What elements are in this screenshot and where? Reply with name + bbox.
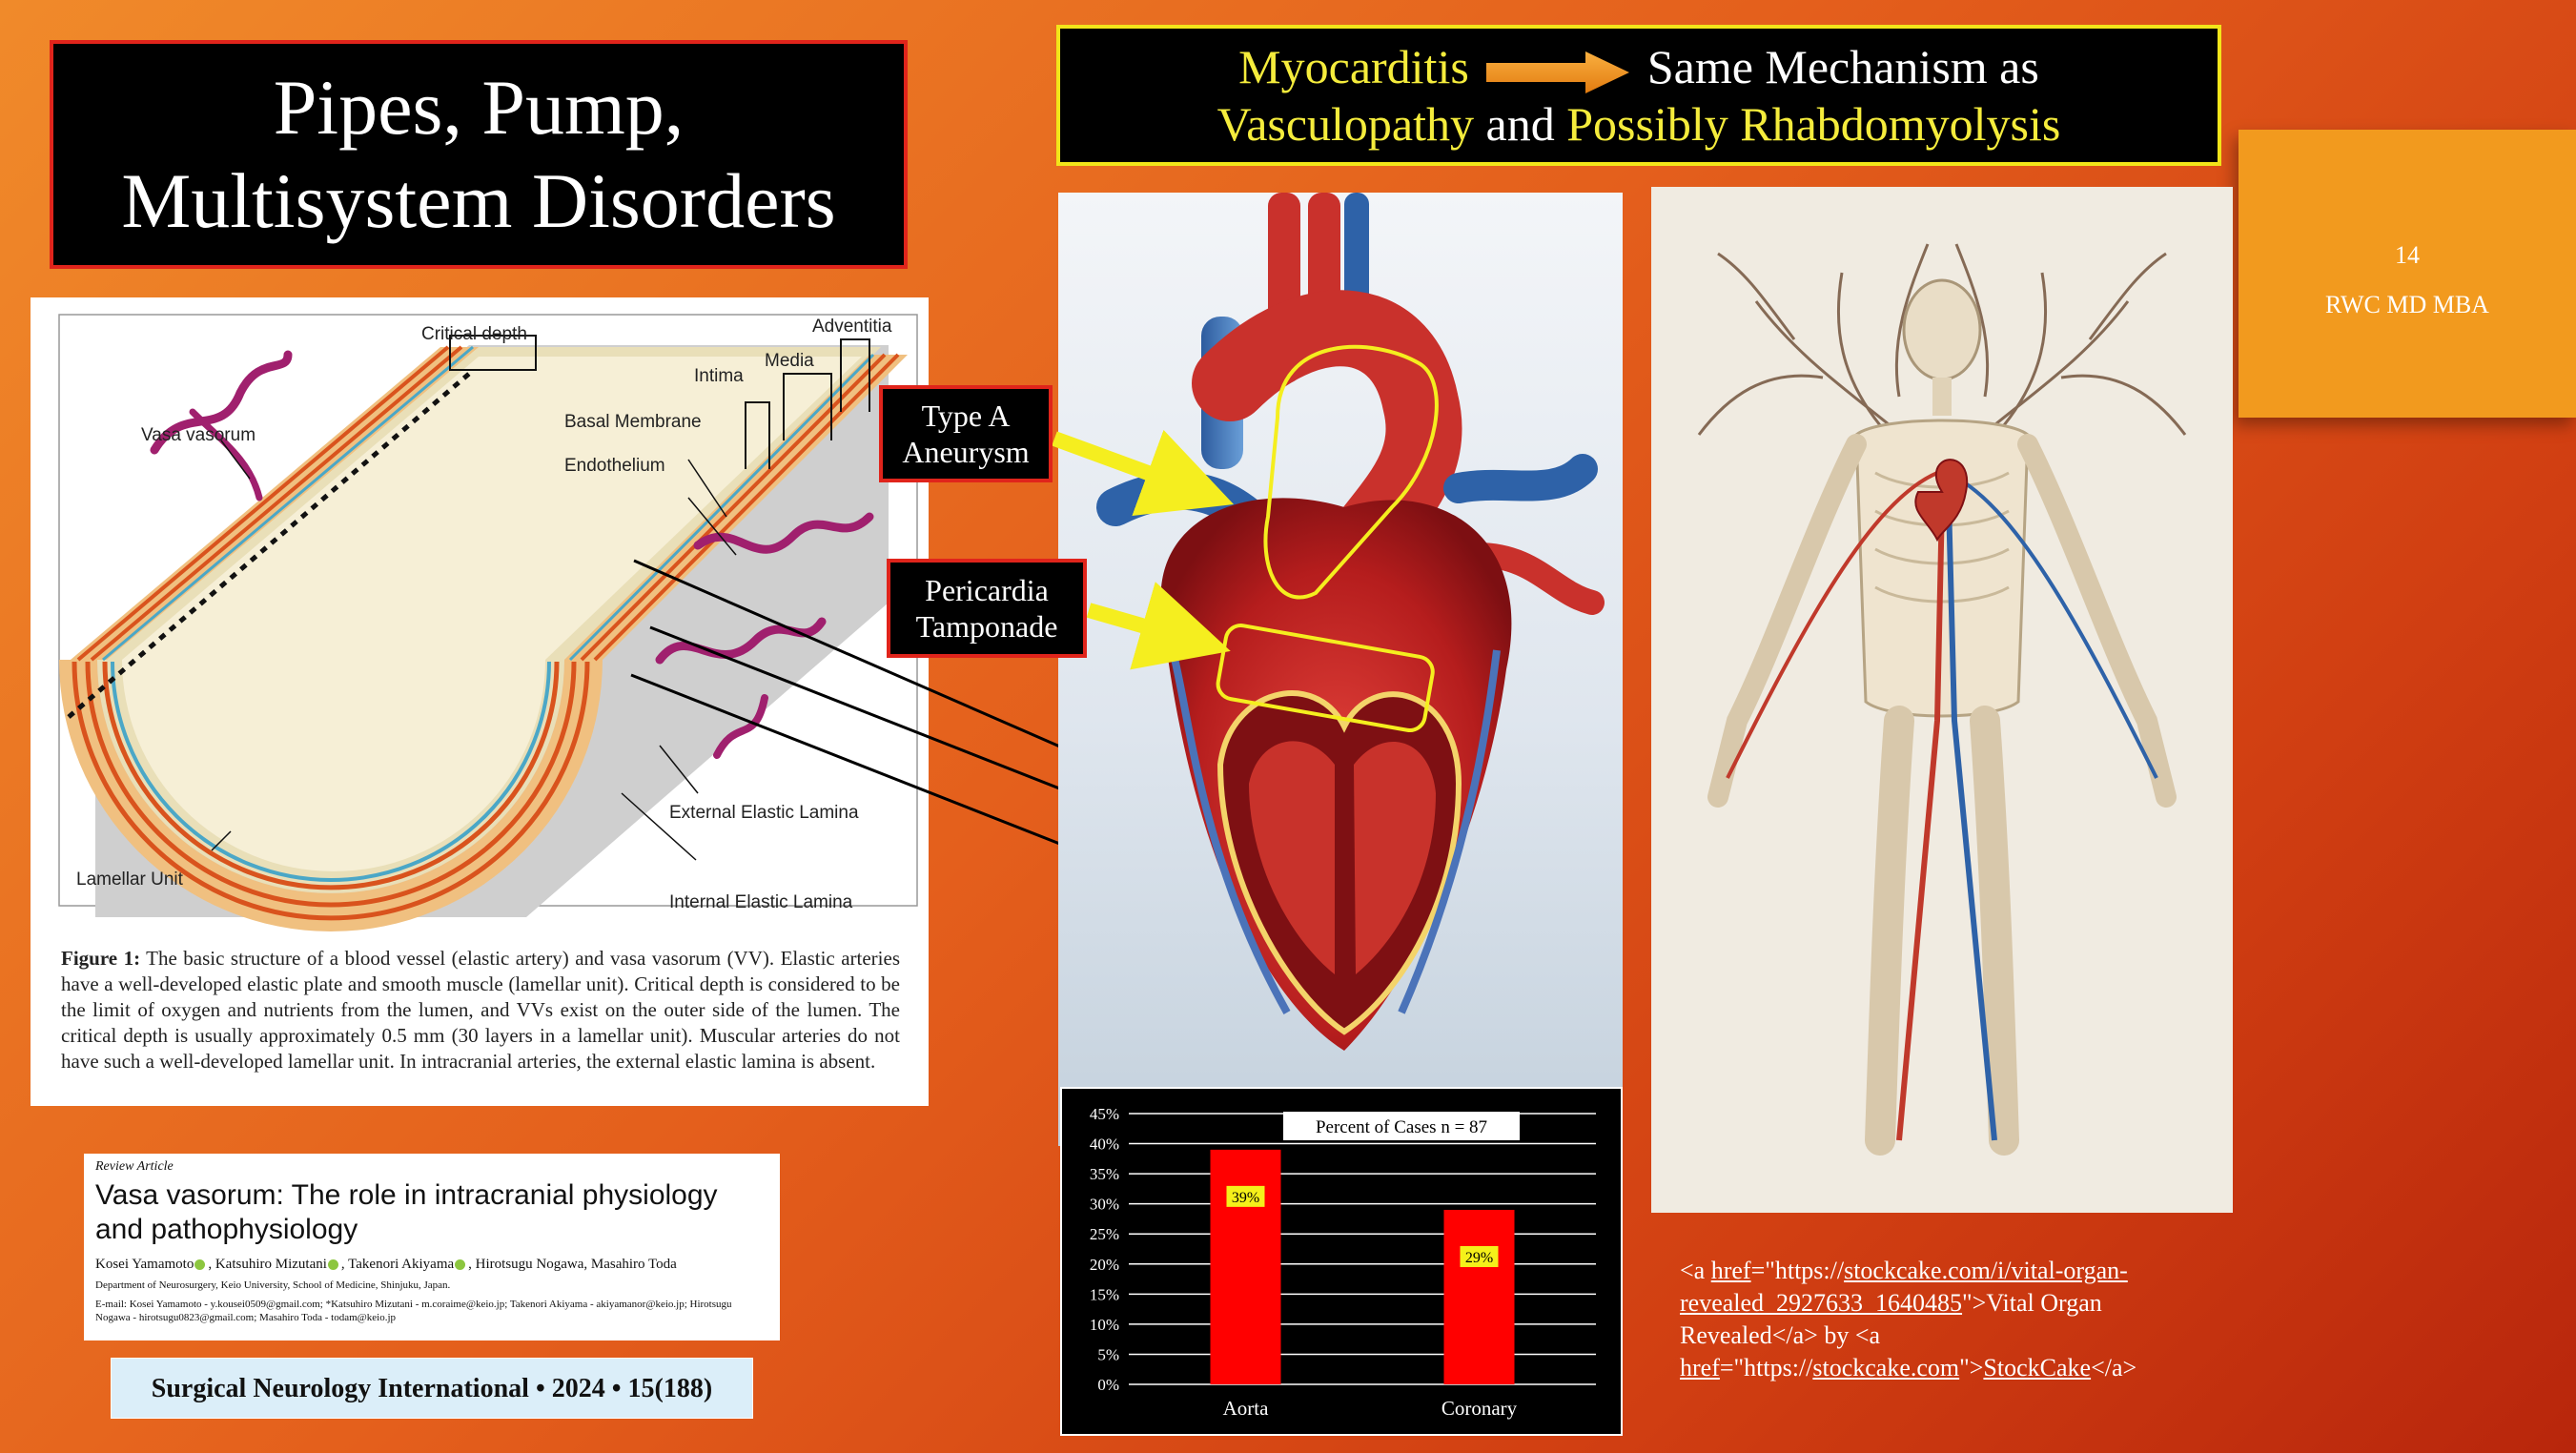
chart-svg: 0% 5% 10% 15% 20% 25% 30% 35% 40% 45% 39% Aorta 29% C… (1090, 1105, 1596, 1420)
data-label: 39% (1232, 1190, 1259, 1206)
figure-caption: Figure 1: The basic structure of a blood… (61, 946, 900, 1074)
article-kind: Review Article (95, 1159, 174, 1174)
label-basal-membrane: Basal Membrane (564, 412, 702, 432)
heart-image (1096, 193, 1605, 1051)
title-line-2: Multisystem Disorders (121, 157, 836, 244)
author: Katsuhiro Mizutani (215, 1257, 327, 1272)
vessel-structure-figure: Critical depth Adventitia Media Intima V… (31, 297, 929, 1106)
banner-myocarditis: Myocarditis (1238, 40, 1469, 93)
image-credit: <a href="https://stockcake.com/i/vital-o… (1680, 1255, 2214, 1384)
credit-underlined: href (1680, 1354, 1720, 1381)
x-tick-label: Coronary (1441, 1397, 1518, 1420)
article-header: Review Article Vasa vasorum: The role in… (84, 1154, 780, 1340)
banner-line-2: Vasculopathy and Possibly Rhabdomyolysis (1060, 95, 2218, 153)
slide-number-box: 14 RWC MD MBA (2239, 130, 2576, 418)
callout-line: Aneurysm (902, 435, 1030, 469)
label-external-elastic-lamina: External Elastic Lamina (669, 803, 859, 823)
x-tick-label: Aorta (1223, 1397, 1269, 1420)
callout-line: Type A (921, 399, 1011, 433)
y-tick-label: 0% (1097, 1376, 1119, 1394)
bar (1443, 1209, 1515, 1384)
y-tick-label: 20% (1090, 1256, 1119, 1274)
author: Hirotsugu Nogawa (475, 1257, 584, 1272)
banner-vasculopathy: Vasculopathy (1216, 97, 1475, 151)
credit-text: ="https:// (1750, 1257, 1845, 1284)
data-label-box (1460, 1245, 1499, 1267)
credit-text: "> (1959, 1354, 1984, 1381)
y-tick-label: 10% (1090, 1316, 1119, 1334)
credit-link[interactable]: stockcake.com (1812, 1354, 1960, 1381)
callout-line: Tamponade (915, 609, 1058, 644)
orcid-icon (327, 1259, 338, 1271)
y-tick-label: 15% (1090, 1285, 1119, 1303)
body-image (1697, 243, 2187, 1156)
journal-citation: Surgical Neurology International • 2024 … (111, 1358, 753, 1419)
banner-rhabdomyolysis: Possibly Rhabdomyolysis (1566, 97, 2061, 151)
chart-title-box (1283, 1112, 1520, 1140)
y-tick-label: 25% (1090, 1225, 1119, 1243)
article-emails: E-mail: Kosei Yamamoto - y.kousei0509@gm… (95, 1299, 732, 1323)
callout-type-a-aneurysm: Type A Aneurysm (879, 385, 1053, 482)
label-lamellar-unit: Lamellar Unit (76, 870, 183, 890)
author: Masahiro Toda (590, 1257, 677, 1272)
label-media: Media (765, 351, 814, 371)
credit-text: ="https:// (1719, 1354, 1813, 1381)
bar (1210, 1149, 1281, 1384)
right-arrow-icon (1486, 51, 1630, 93)
chart-title: Percent of Cases n = 87 (1316, 1117, 1487, 1137)
title-line-1: Pipes, Pump, (273, 64, 685, 151)
slide-number: 14 (2395, 241, 2420, 269)
banner-same-mechanism: Same Mechanism as (1646, 40, 2039, 93)
callout-line: Pericardia (925, 573, 1049, 607)
orcid-icon (455, 1259, 466, 1271)
credit-link[interactable]: stockcake.com/i/vital-organ-revealed_292… (1680, 1257, 2128, 1317)
label-intima: Intima (694, 366, 744, 386)
circulatory-system-illustration (1651, 187, 2233, 1213)
banner-and: and (1485, 97, 1555, 151)
orcid-icon (194, 1259, 206, 1271)
label-vasa-vasorum: Vasa vasorum (141, 425, 256, 445)
callout-arrow (1052, 429, 1235, 517)
credit-underlined: href (1710, 1257, 1751, 1284)
slide-title: Pipes, Pump, Multisystem Disorders (50, 40, 908, 269)
mechanism-banner: Myocarditis Same Mechanism as Vasculopat… (1056, 25, 2221, 166)
label-critical-depth: Critical depth (421, 324, 527, 344)
credit-text: ">Vital Organ Revealed</a> by <a (1680, 1289, 2102, 1349)
y-tick-label: 40% (1090, 1136, 1119, 1154)
y-tick-label: 30% (1090, 1196, 1119, 1214)
y-tick-label: 45% (1090, 1105, 1119, 1123)
label-adventitia: Adventitia (812, 317, 892, 337)
article-title: Vasa vasorum: The role in intracranial p… (95, 1179, 718, 1245)
article-authors: Kosei Yamamoto, Katsuhiro Mizutani, Take… (95, 1257, 677, 1272)
credit-text: <a (1680, 1257, 1711, 1284)
caption-label: Figure 1: (61, 947, 141, 970)
y-tick-label: 35% (1090, 1165, 1119, 1183)
label-internal-elastic-lamina: Internal Elastic Lamina (669, 892, 853, 912)
y-tick-label: 5% (1097, 1345, 1119, 1363)
author: Kosei Yamamoto (95, 1257, 194, 1272)
slide-author: RWC MD MBA (2325, 291, 2489, 318)
label-endothelium: Endothelium (564, 456, 665, 476)
vessel-diagram (58, 314, 918, 931)
percent-cases-chart: 0% 5% 10% 15% 20% 25% 30% 35% 40% 45% 39% Aorta 29% C… (1060, 1087, 1623, 1436)
article-department: Department of Neurosurgery, Keio Univers… (95, 1279, 451, 1291)
data-label-box (1226, 1185, 1265, 1207)
author: Takenori Akiyama (348, 1257, 455, 1272)
caption-text: The basic structure of a blood vessel (e… (61, 947, 901, 1073)
data-label: 29% (1465, 1250, 1493, 1266)
banner-line-1: Myocarditis Same Mechanism as (1060, 38, 2218, 95)
credit-text: </a> (2091, 1354, 2137, 1381)
callout-arrow (1086, 582, 1231, 670)
credit-link[interactable]: StockCake (1983, 1354, 2092, 1381)
callout-pericardia-tamponade: Pericardia Tamponade (887, 559, 1087, 658)
